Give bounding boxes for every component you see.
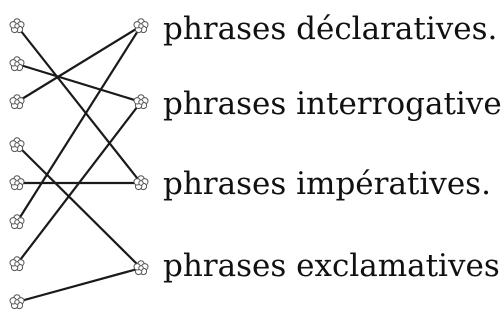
left-dot-column xyxy=(9,18,25,310)
left-flower-dot-icon-4 xyxy=(9,137,25,153)
left-flower-dot-icon-2 xyxy=(9,56,25,72)
connector-line-3-to-1 xyxy=(15,24,143,104)
right-flower-dot-icon-1 xyxy=(133,18,149,34)
left-flower-dot-icon-5 xyxy=(9,175,25,191)
label-exclamatives: phrases exclamatives. xyxy=(163,248,502,284)
left-flower-dot-icon-8 xyxy=(9,294,25,310)
label-imperatives: phrases impératives. xyxy=(163,166,491,202)
label-interrogatives: phrases interrogatives. xyxy=(163,86,502,122)
connector-line-4-to-4 xyxy=(15,143,143,270)
connector-line-6-to-1 xyxy=(15,24,143,224)
connector-lines xyxy=(15,24,143,304)
right-dot-column xyxy=(133,18,149,276)
connector-line-7-to-2 xyxy=(15,100,143,266)
left-flower-dot-icon-3 xyxy=(9,94,25,110)
label-declaratives: phrases déclaratives. xyxy=(163,11,497,47)
left-flower-dot-icon-6 xyxy=(9,214,25,230)
connector-line-2-to-2 xyxy=(15,62,143,104)
left-flower-dot-icon-1 xyxy=(9,18,25,34)
right-flower-dot-icon-2 xyxy=(133,94,149,110)
connector-line-1-to-3 xyxy=(15,24,143,185)
connector-line-8-to-4 xyxy=(15,266,143,304)
